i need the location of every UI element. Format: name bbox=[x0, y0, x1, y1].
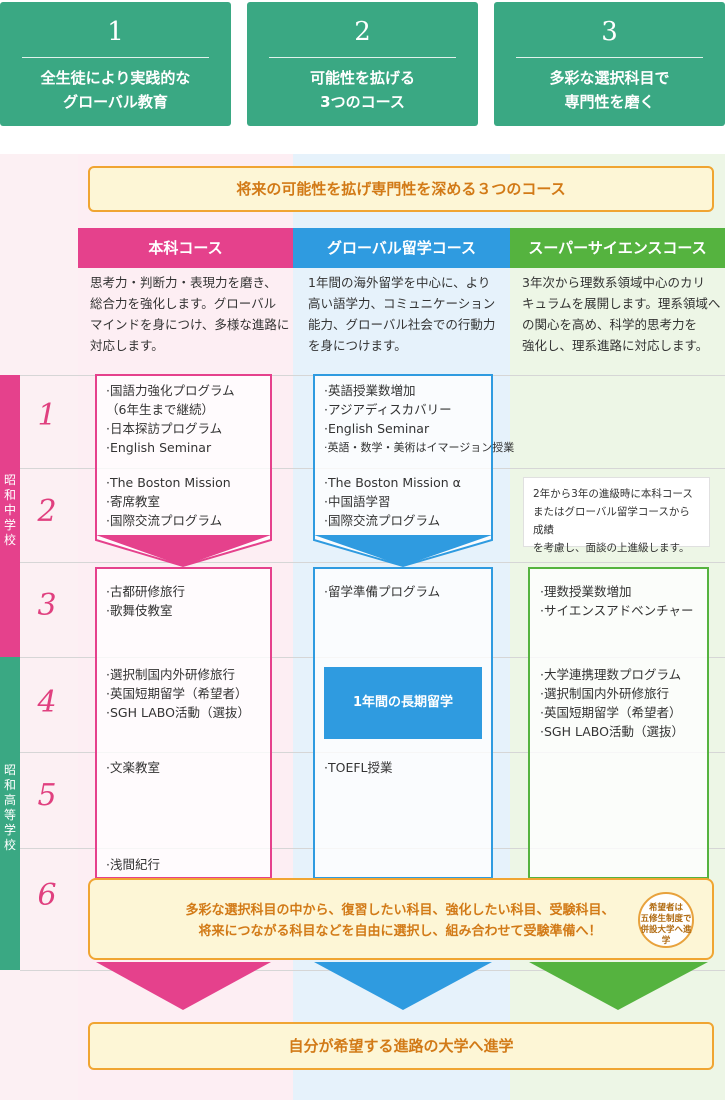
global-junior-arrow-tip bbox=[314, 535, 492, 566]
global-junior-arrow bbox=[313, 374, 493, 568]
bottom-banner: 自分が希望する進路の大学へ進学 bbox=[88, 1022, 714, 1070]
year-number-4: 4 bbox=[37, 685, 57, 720]
global-year5-items: ·TOEFL授業 bbox=[324, 760, 393, 775]
senior-high-label: 昭和高等学校 bbox=[0, 657, 20, 970]
science-bottom-arrow bbox=[529, 962, 708, 1010]
feature-box-3: 3 多彩な選択科目で 専門性を磨く bbox=[494, 2, 725, 126]
junior-high-label: 昭和中学校 bbox=[0, 375, 20, 657]
honka-year3-items: ·古都研修旅行 ·歌舞伎教室 bbox=[106, 584, 185, 618]
year-number-5: 5 bbox=[37, 778, 57, 813]
course-header-honka: 本科コース bbox=[78, 228, 293, 268]
year-number-6: 6 bbox=[37, 878, 57, 913]
feature-text: 全生徒により実践的な グローバル教育 bbox=[40, 69, 191, 111]
feature-number: 1 bbox=[107, 17, 124, 47]
course-header-global: グローバル留学コース bbox=[293, 228, 510, 268]
course-desc-global: 1年間の海外留学を中心に、より 高い語学力、コミュニケーション 能力、グローバル… bbox=[308, 275, 496, 353]
feature-number: 3 bbox=[601, 17, 618, 47]
year-number-3: 3 bbox=[37, 588, 57, 623]
feature-text: 多彩な選択科目で 専門性を磨く bbox=[549, 69, 670, 111]
feature-text: 可能性を拡げる 3つのコース bbox=[309, 69, 415, 111]
year-number-2: 2 bbox=[37, 494, 57, 529]
honka-bottom-arrow bbox=[96, 962, 271, 1010]
honka-junior-arrow-tip bbox=[96, 535, 271, 566]
long-term-study-block: 1年間の長期留学 bbox=[324, 667, 482, 739]
feature-number: 2 bbox=[354, 17, 371, 47]
course-desc-science: 3年次から理数系領域中心のカリ キュラムを展開します。理系領域へ の関心を高め、… bbox=[522, 275, 721, 353]
course-desc-honka: 思考力・判断力・表現力を磨き、 総合力を強化します。グローバル マインドを身につ… bbox=[90, 275, 290, 353]
global-year2-items: ·The Boston Mission α ·中国語学習 ·国際交流プログラム bbox=[324, 475, 461, 528]
five-year-graduate-seal: 希望者は 五修生制度で 併設大学へ進学 bbox=[638, 892, 694, 948]
global-year3-items: ·留学準備プログラム bbox=[324, 584, 441, 599]
science-year4-items: ·大学連携理数プログラム ·選択制国内外研修旅行 ·英国短期留学（希望者） ·S… bbox=[540, 667, 684, 739]
feature-box-1: 1 全生徒により実践的な グローバル教育 bbox=[0, 2, 231, 126]
honka-year6-items: ·浅間紀行 bbox=[106, 857, 160, 872]
global-bottom-arrow bbox=[314, 962, 492, 1010]
feature-box-2: 2 可能性を拡げる 3つのコース bbox=[247, 2, 478, 126]
course-header-science: スーパーサイエンスコース bbox=[510, 228, 725, 268]
honka-year5-items: ·文楽教室 bbox=[106, 760, 160, 775]
honka-year2-items: ·The Boston Mission ·寄席教室 ·国際交流プログラム bbox=[106, 475, 231, 528]
science-senior-box bbox=[528, 567, 709, 879]
year-number-1: 1 bbox=[37, 398, 57, 433]
honka-junior-arrow bbox=[95, 374, 272, 568]
top-banner: 将来の可能性を拡げ専門性を深める３つのコース bbox=[88, 166, 714, 212]
honka-senior-box bbox=[95, 567, 272, 879]
science-year3-items: ·理数授業数増加 ·サイエンスアドベンチャー bbox=[540, 584, 694, 618]
electives-message: 多彩な選択科目の中から、復習したい科目、強化したい科目、受験科目、 将来につなが… bbox=[88, 878, 714, 960]
honka-year1-items: ·国語力強化プログラム （6年生まで継続） ·日本探訪プログラム ·Englis… bbox=[106, 383, 235, 455]
global-year1-items: ·英語授業数増加 ·アジアディスカバリー ·English Seminar ·英… bbox=[324, 383, 515, 454]
honka-year4-items: ·選択制国内外研修旅行 ·英国短期留学（希望者） ·SGH LABO活動（選抜） bbox=[106, 667, 250, 720]
science-admission-note: 2年から3年の進級時に本科コース またはグローバル留学コースから成績 を考慮し、… bbox=[523, 477, 710, 554]
